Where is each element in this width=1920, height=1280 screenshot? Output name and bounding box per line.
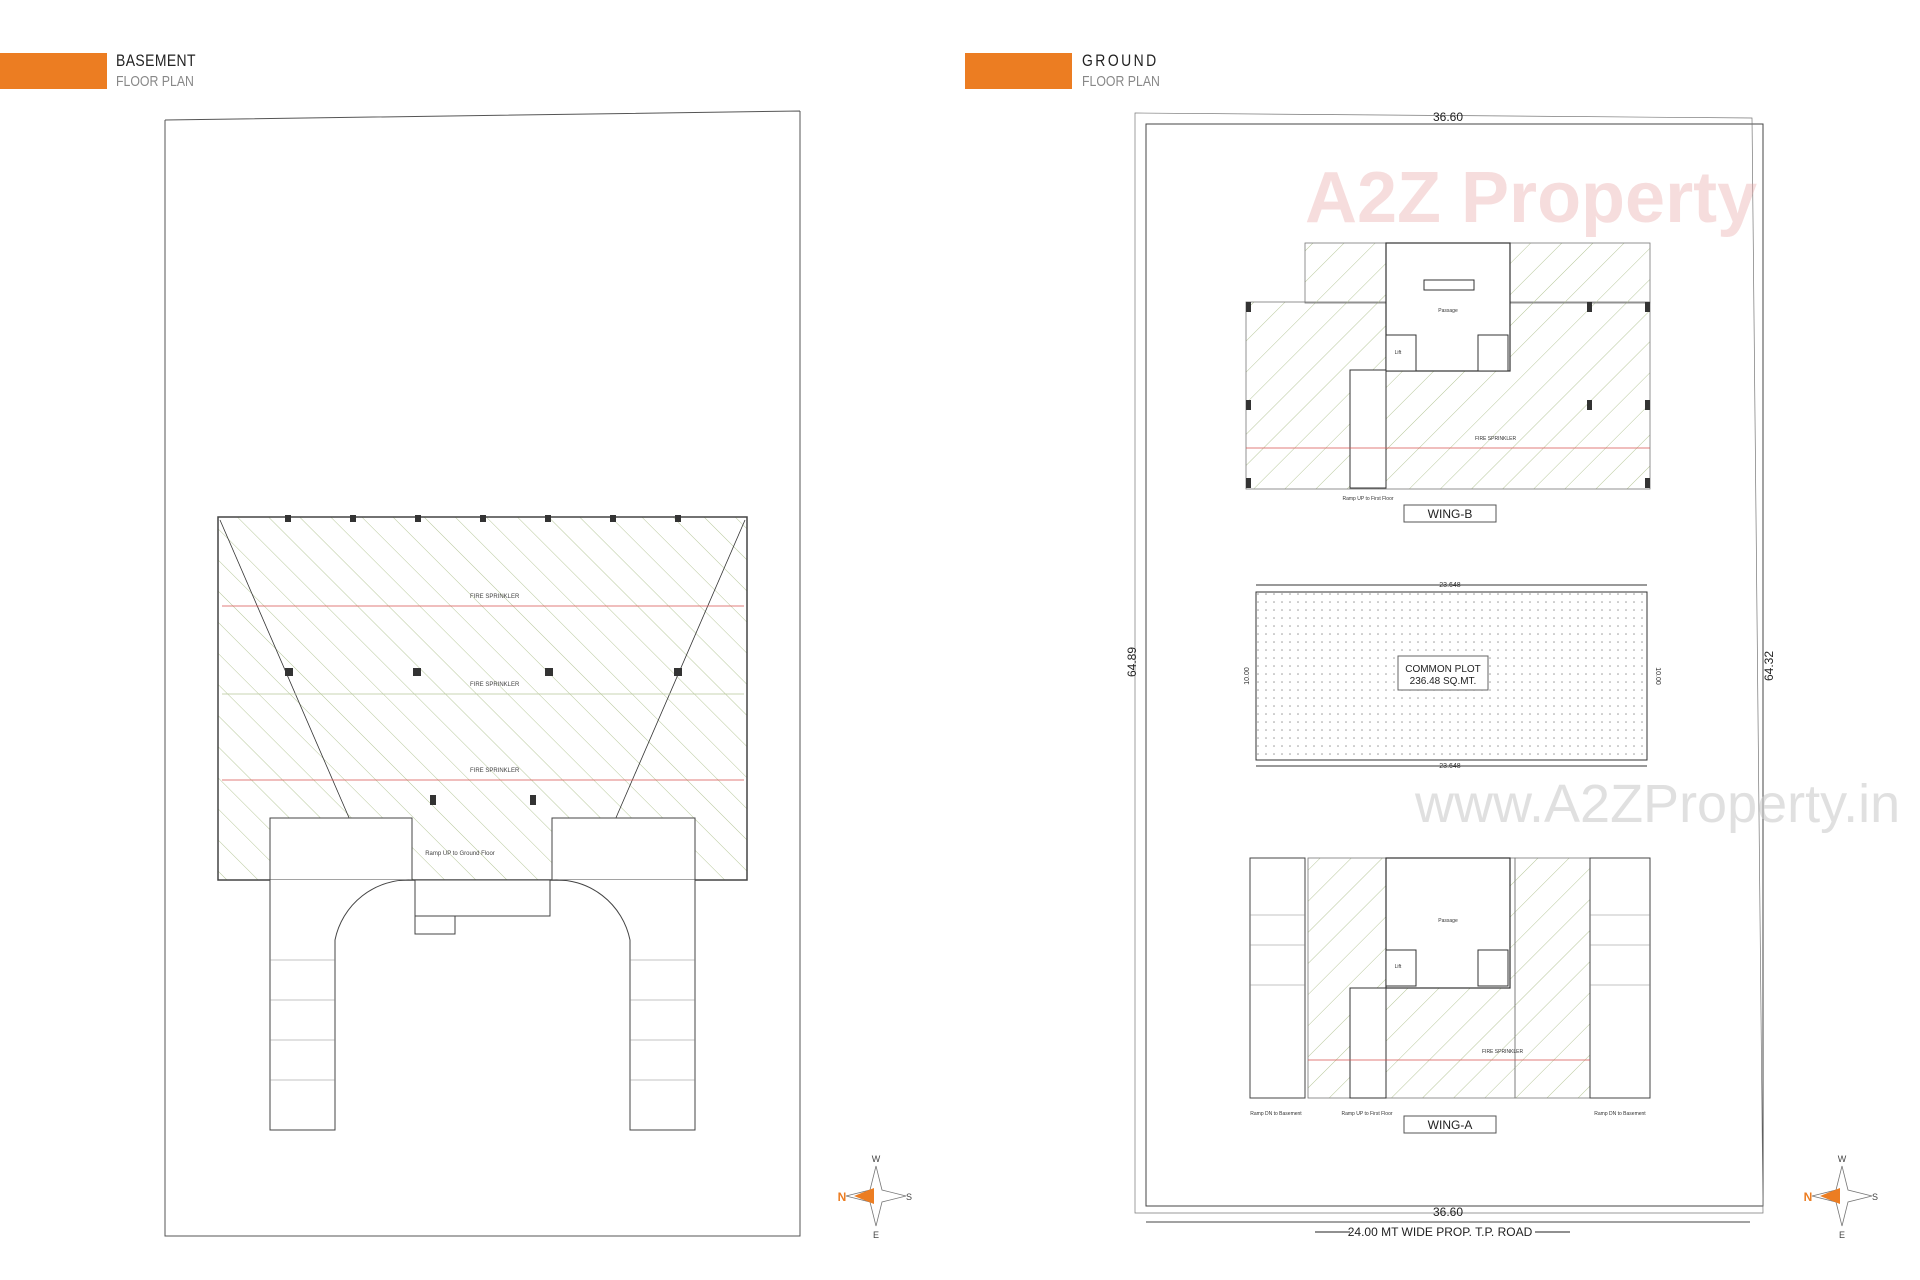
north-arrow-icon <box>1820 1188 1840 1204</box>
basement-sprinkler-lines <box>222 605 744 781</box>
svg-text:W: W <box>872 1154 881 1164</box>
common-plot-area: 236.48 SQ.MT. <box>1410 676 1477 687</box>
basement-sprinkler-label: FIRE SPRINKLER <box>470 594 520 600</box>
svg-text:FIRE SPRINKLER: FIRE SPRINKLER <box>470 682 520 688</box>
svg-text:10.00: 10.00 <box>1654 667 1661 685</box>
compass-basement: N S W E <box>838 1154 912 1240</box>
svg-text:N: N <box>838 1190 847 1204</box>
svg-text:E: E <box>1839 1230 1845 1240</box>
basement-ramps <box>269 817 696 1131</box>
common-plot-name: COMMON PLOT <box>1405 664 1481 675</box>
ground-plan: 36.60 36.60 64.89 64.32 24.00 MT WIDE PR… <box>1125 110 1900 1239</box>
wing-b-sprinkler-label: FIRE SPRINKLER <box>1475 436 1517 442</box>
svg-text:FIRE SPRINKLER: FIRE SPRINKLER <box>1482 1049 1524 1055</box>
watermark-url: www.A2ZProperty.in <box>1414 774 1900 834</box>
compass-ground: N S W E <box>1804 1154 1878 1240</box>
wing-b-lift <box>1385 334 1417 372</box>
svg-text:Ramp UP to First Floor: Ramp UP to First Floor <box>1341 1111 1392 1117</box>
wing-b: Passage Lift FIRE SPRINKLER Ramp UP to F… <box>1245 242 1651 523</box>
ground-title: GROUND <box>1082 51 1159 70</box>
svg-text:Ramp DN to Basement: Ramp DN to Basement <box>1594 1111 1646 1117</box>
compass-rose-icon <box>845 1165 907 1227</box>
basement-subtitle: FLOOR PLAN <box>116 73 194 90</box>
road-label: 24.00 MT WIDE PROP. T.P. ROAD <box>1348 1225 1533 1239</box>
svg-text:10.00: 10.00 <box>1244 667 1251 685</box>
svg-text:S: S <box>906 1192 912 1202</box>
svg-text:Passage: Passage <box>1438 918 1458 924</box>
wing-b-label: WING-B <box>1428 507 1473 521</box>
compass-rose-icon <box>1811 1165 1873 1227</box>
ground-subtitle: FLOOR PLAN <box>1082 73 1160 90</box>
svg-text:N: N <box>1804 1190 1813 1204</box>
svg-text:Lift: Lift <box>1395 964 1402 970</box>
plot-width-top: 36.60 <box>1433 110 1463 124</box>
svg-text:Lift: Lift <box>1395 350 1402 356</box>
north-arrow-icon <box>854 1188 874 1204</box>
plot-length-right: 64.32 <box>1762 651 1776 681</box>
basement-columns <box>285 515 682 805</box>
plot-length-left: 64.89 <box>1125 647 1139 677</box>
watermark-logo: A2Z Property <box>1305 158 1757 238</box>
basement-accent-bar <box>0 53 107 89</box>
svg-text:Ramp UP to First Floor: Ramp UP to First Floor <box>1342 496 1393 502</box>
basement-ramp-label: Ramp UP to Ground Floor <box>425 851 495 857</box>
wing-a-label: WING-A <box>1428 1118 1473 1132</box>
basement-plan: FIRE SPRINKLER FIRE SPRINKLER FIRE SPRIN… <box>164 110 801 1237</box>
basement-frame <box>164 110 801 1237</box>
plot-width-bottom: 36.60 <box>1433 1205 1463 1219</box>
svg-text:E: E <box>873 1230 879 1240</box>
common-plot: 23.648 23.648 10.00 10.00 COMMON PLOT 23… <box>1244 582 1661 770</box>
wing-a: Passage Lift FIRE SPRINKLER Ramp DN to B… <box>1249 857 1651 1134</box>
svg-text:S: S <box>1872 1192 1878 1202</box>
svg-text:Ramp DN to Basement: Ramp DN to Basement <box>1250 1111 1302 1117</box>
svg-text:23.648: 23.648 <box>1439 582 1461 589</box>
plot-boundary <box>1145 123 1764 1207</box>
basement-title: BASEMENT <box>116 51 196 70</box>
svg-text:23.648: 23.648 <box>1439 763 1461 770</box>
svg-text:Passage: Passage <box>1438 308 1458 314</box>
svg-text:W: W <box>1838 1154 1847 1164</box>
svg-text:FIRE SPRINKLER: FIRE SPRINKLER <box>470 768 520 774</box>
ground-accent-bar <box>965 53 1072 89</box>
